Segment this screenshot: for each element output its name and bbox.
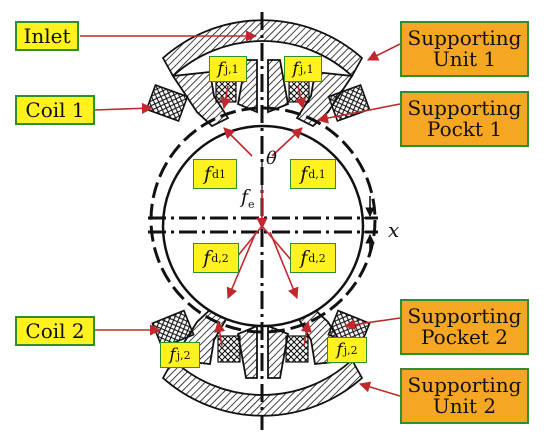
supporting-unit-2-label: Supporting Unit 2 xyxy=(400,368,529,424)
supporting-pocket-1-label: Supporting Pockt 1 xyxy=(400,91,529,147)
supporting-pocket-2-leader xyxy=(343,317,401,331)
theta-label: θ xyxy=(266,148,277,169)
supporting-pocket-2-label: Supporting Pocket 2 xyxy=(400,299,529,355)
upper-center-right xyxy=(267,59,290,114)
upper-supporting-unit xyxy=(145,19,371,128)
lower-center-left xyxy=(236,324,258,379)
fj1-left-arrow xyxy=(220,85,232,110)
fj2-left-arrow xyxy=(214,320,226,347)
lower-center-right xyxy=(267,324,290,379)
supporting-unit-1-leader xyxy=(366,43,401,61)
fj2-right-arrow xyxy=(300,320,312,347)
fj1-right-arrow xyxy=(295,85,307,110)
fd1-left-arrow xyxy=(223,127,253,157)
lower-housing xyxy=(161,358,364,417)
supporting-unit-1-label: Supporting Unit 1 xyxy=(400,21,529,77)
fd2-right-arrow xyxy=(269,231,299,300)
supporting-pocket-1-leader xyxy=(316,103,401,124)
coil-2-label: Coil 2 xyxy=(15,316,95,346)
fe-label: fe xyxy=(241,186,255,211)
x-label: x xyxy=(388,218,400,242)
leader-arrows xyxy=(80,30,401,397)
bearing-bore-circle xyxy=(149,106,377,334)
inlet-label: Inlet xyxy=(15,21,79,51)
lower-inner-winding-right xyxy=(285,335,309,363)
supporting-unit-2-leader xyxy=(358,381,401,397)
upper-housing xyxy=(161,19,364,78)
fd2-left-arrow xyxy=(226,231,257,300)
eccentricity-dimension xyxy=(362,196,378,256)
coil-1-label: Coil 1 xyxy=(15,95,95,125)
upper-center-left xyxy=(236,59,258,114)
coil-1-left-winding xyxy=(145,83,189,123)
fd1-right-arrow xyxy=(271,127,303,157)
lower-inner-winding-left xyxy=(217,335,241,363)
coil-1-leader xyxy=(93,102,154,114)
